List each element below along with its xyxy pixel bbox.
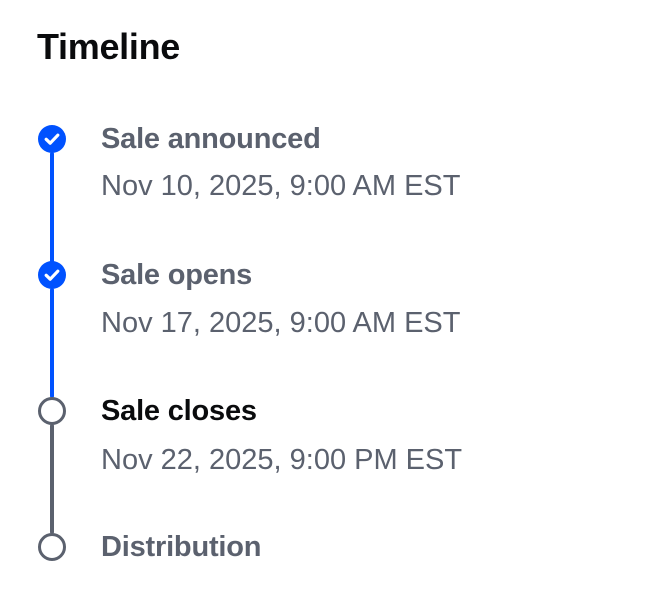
check-circle-icon xyxy=(38,261,66,289)
check-circle-icon xyxy=(38,125,66,153)
step-label: Sale opens xyxy=(101,259,253,291)
step-date: Nov 10, 2025, 9:00 AM EST xyxy=(101,170,461,202)
timeline-connector-1 xyxy=(50,152,54,272)
empty-circle-icon xyxy=(38,397,66,425)
timeline-heading: Timeline xyxy=(37,26,180,67)
timeline-connector-3 xyxy=(50,424,54,534)
step-date: Nov 17, 2025, 9:00 AM EST xyxy=(101,307,461,339)
step-label: Sale closes xyxy=(101,395,257,427)
timeline-connector-2 xyxy=(50,288,54,398)
step-label: Sale announced xyxy=(101,123,321,155)
step-date: Nov 22, 2025, 9:00 PM EST xyxy=(101,444,463,476)
empty-circle-icon xyxy=(38,533,66,561)
step-label: Distribution xyxy=(101,531,262,563)
